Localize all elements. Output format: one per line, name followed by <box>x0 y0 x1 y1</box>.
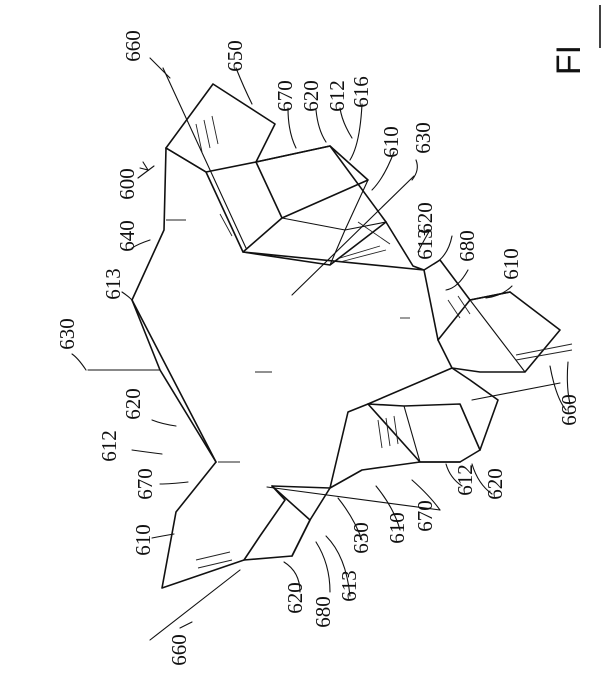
right-upper-arm <box>423 259 561 373</box>
label-616: 616 <box>349 76 373 108</box>
axis-660-right <box>471 382 561 401</box>
figure-title: FI <box>550 45 588 75</box>
label-610: 610 <box>131 524 155 556</box>
label-620: 620 <box>283 582 307 614</box>
label-610: 610 <box>379 126 403 158</box>
axis-660-top <box>162 67 247 249</box>
label-670: 670 <box>133 468 157 500</box>
label-630: 630 <box>349 522 373 554</box>
right-lower-arm-face <box>367 403 461 463</box>
top-arm-facet-2 <box>281 217 346 231</box>
axis-lines <box>87 67 561 641</box>
right-lower-arm-diamond <box>367 403 481 451</box>
label-620: 620 <box>483 468 507 500</box>
axis-660-bottom <box>149 569 241 641</box>
top-arm-diamond-inner <box>242 217 387 266</box>
label-620: 620 <box>121 388 145 420</box>
top-arm-facet-3 <box>344 221 387 231</box>
label-612: 612 <box>97 430 121 462</box>
label-610: 610 <box>385 512 409 544</box>
label-680: 680 <box>311 596 335 628</box>
label-630: 630 <box>55 318 79 350</box>
label-613: 613 <box>337 570 361 602</box>
star-left-inner <box>131 299 217 463</box>
axis-630-top <box>291 175 415 296</box>
top-arm-facet-1 <box>329 145 369 181</box>
label-640: 640 <box>115 220 139 252</box>
label-680: 680 <box>455 230 479 262</box>
axis-630-bottom <box>266 486 441 511</box>
label-620: 620 <box>299 80 323 112</box>
right-upper-arm-face <box>437 291 511 341</box>
right-lower-arm-facet <box>403 405 421 463</box>
label-660: 660 <box>121 30 145 62</box>
leader-lines <box>71 57 571 629</box>
bottom-arm-face <box>271 485 311 557</box>
label-670: 670 <box>413 500 437 532</box>
hatch-marks <box>166 115 573 569</box>
top-arm-front-face <box>165 147 257 173</box>
star-left-edge <box>131 147 245 589</box>
top-arm-facet-5 <box>344 179 369 231</box>
label-630: 630 <box>411 122 435 154</box>
label-612: 612 <box>325 80 349 112</box>
top-arm-facet-4 <box>329 229 346 266</box>
star-body <box>131 83 561 589</box>
label-612: 612 <box>453 464 477 496</box>
label-660: 660 <box>167 634 191 666</box>
label-620: 620 <box>413 202 437 234</box>
reference-labels: 660 650 670 620 612 616 610 630 600 640 … <box>55 30 581 666</box>
label-600: 600 <box>115 168 139 200</box>
right-upper-arm-ridge <box>469 299 526 373</box>
bottom-arm <box>243 485 331 561</box>
label-613: 613 <box>413 228 437 260</box>
label-613: 613 <box>101 268 125 300</box>
label-660: 660 <box>557 394 581 426</box>
label-670: 670 <box>273 80 297 112</box>
label-610: 610 <box>499 248 523 280</box>
label-650: 650 <box>223 40 247 72</box>
